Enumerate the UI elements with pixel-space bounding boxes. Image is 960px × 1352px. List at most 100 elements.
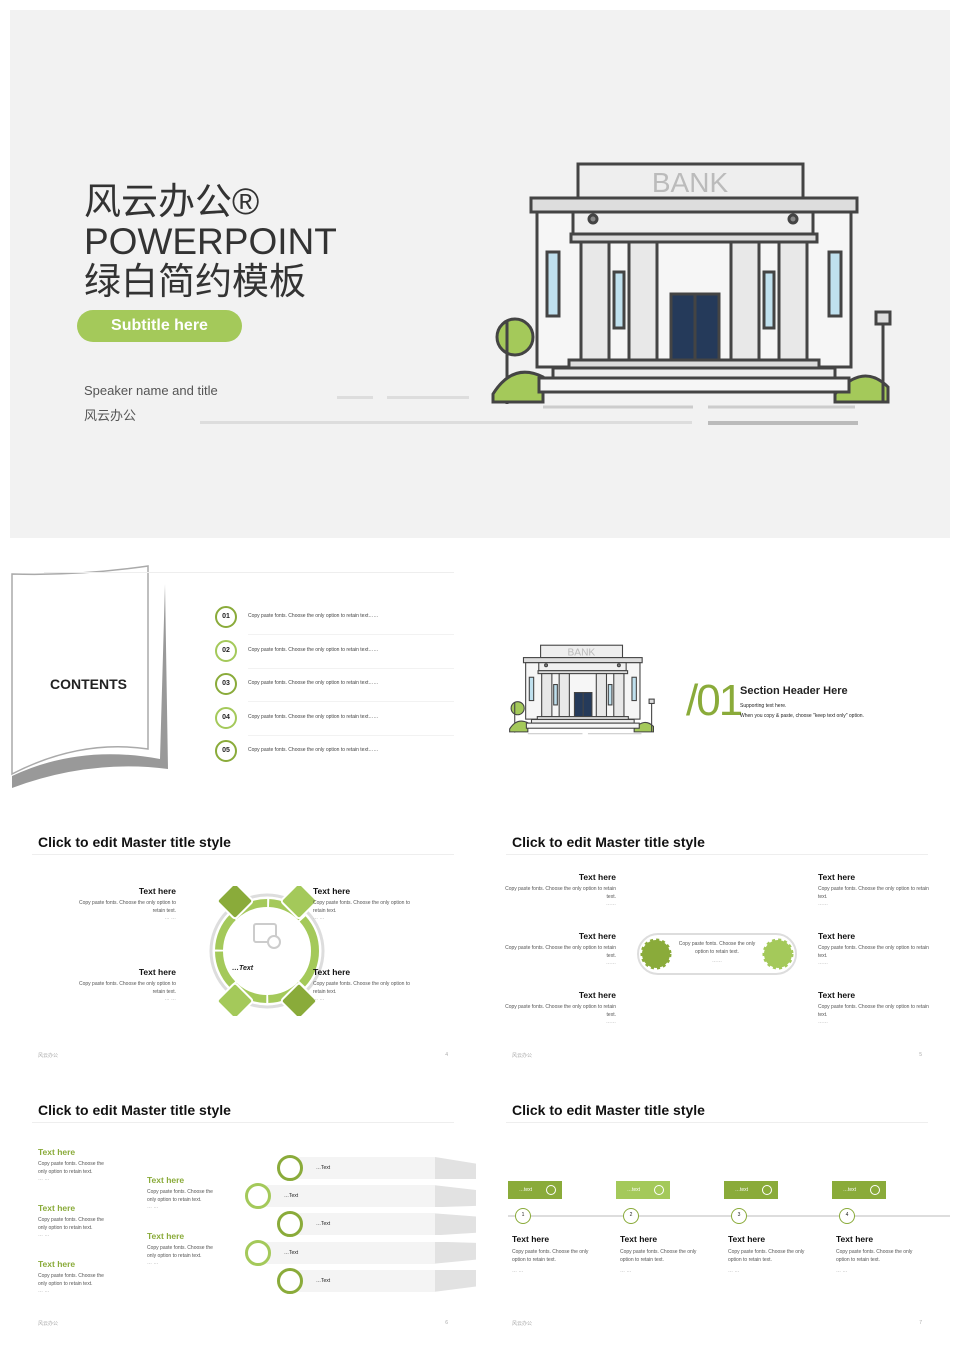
step-number: 3 xyxy=(731,1208,747,1224)
block-text: Copy paste fonts. Choose the only option… xyxy=(313,981,411,995)
block-text: Copy paste fonts. Choose the only option… xyxy=(505,945,616,959)
block-text: Copy paste fonts. Choose the only option… xyxy=(818,945,929,959)
block-dots: …… xyxy=(818,1019,828,1025)
block-heading: Text here xyxy=(138,886,176,896)
slide-title: Click to edit Master title style xyxy=(38,834,231,850)
step-number: 2 xyxy=(623,1208,639,1224)
bar-label: …Text xyxy=(284,1249,299,1256)
page-number: 4 xyxy=(445,1052,448,1058)
footer-company: 风云办公 xyxy=(512,1053,533,1059)
divider xyxy=(44,572,454,573)
block-dots: …… xyxy=(606,1019,616,1025)
step-dots: … … xyxy=(512,1268,524,1274)
slide-contents[interactable]: CONTENTS 01 Copy paste fonts. Choose the … xyxy=(10,548,476,812)
step-number: 4 xyxy=(839,1208,855,1224)
block-heading: Text here xyxy=(313,967,351,977)
bank-sign-text: BANK xyxy=(567,647,595,658)
footer-company: 风云办公 xyxy=(38,1321,59,1327)
bar-label: …Text xyxy=(316,1277,331,1284)
block-dots: … … xyxy=(38,1176,50,1182)
title-divider xyxy=(506,1122,928,1123)
divider xyxy=(248,734,454,736)
block-dots: … … xyxy=(313,996,325,1002)
block-text: Copy paste fonts. Choose the only option… xyxy=(818,1004,929,1018)
loop-center-text: Copy paste fonts. Choose the only option… xyxy=(678,941,756,955)
bank-illustration: BANK xyxy=(509,644,655,735)
slide-cover[interactable]: 风云办公® POWERPOINT 绿白简约模板 Subtitle here Sp… xyxy=(10,10,950,538)
slide-4[interactable]: Click to edit Master title style …Text 风… xyxy=(10,816,476,1080)
contents-title: CONTENTS xyxy=(50,676,127,692)
block-dots: … … xyxy=(164,915,176,921)
divider xyxy=(337,396,373,399)
block-text: Copy paste fonts. Choose the only option… xyxy=(147,1189,213,1203)
slide-section[interactable]: BANK /01 Section Header Here Supporting … xyxy=(484,548,950,812)
step-text: Copy paste fonts. Choose the only option… xyxy=(836,1249,913,1263)
block-heading: Text here xyxy=(578,990,616,1000)
bar-label: …Text xyxy=(284,1193,299,1200)
contents-item-text: Copy paste fonts. Choose the only option… xyxy=(248,613,379,619)
step-heading: Text here xyxy=(512,1234,550,1244)
subtitle-pill: Subtitle here xyxy=(77,310,242,342)
step-text: Copy paste fonts. Choose the only option… xyxy=(512,1249,589,1263)
wallet-icon xyxy=(245,1183,271,1210)
contents-number-circle: 01 xyxy=(215,606,237,628)
slide-6[interactable]: Click to edit Master title style 风云办公 6 … xyxy=(10,1084,476,1348)
footer-company: 风云办公 xyxy=(38,1053,59,1059)
title-divider xyxy=(32,1122,454,1123)
step-heading: Text here xyxy=(728,1234,766,1244)
divider xyxy=(248,634,454,635)
slide-7[interactable]: Click to edit Master title style 风云办公 7 … xyxy=(484,1084,950,1348)
bar xyxy=(290,1269,435,1292)
cycle-center-text: …Text xyxy=(232,965,254,972)
block-dots: …… xyxy=(606,901,616,907)
cart-icon xyxy=(277,1211,303,1238)
step-heading: Text here xyxy=(620,1234,658,1244)
bank-icon xyxy=(245,1239,271,1266)
step-number: 1 xyxy=(515,1208,531,1224)
block-heading: Text here xyxy=(578,872,616,882)
block-text: Copy paste fonts. Choose the only option… xyxy=(38,1161,104,1175)
block-heading: Text here xyxy=(818,872,856,882)
contents-number-circle: 05 xyxy=(215,740,237,763)
step-text: Copy paste fonts. Choose the only option… xyxy=(620,1249,697,1263)
block-heading: Text here xyxy=(313,886,351,896)
slide-title: Click to edit Master title style xyxy=(512,834,705,850)
cover-title-line1: 风云办公® xyxy=(84,181,260,222)
block-heading: Text here xyxy=(578,931,616,941)
contents-number-circle: 02 xyxy=(215,639,237,662)
mailbox-icon xyxy=(277,1155,303,1181)
section-number: /01 xyxy=(686,676,743,725)
block-dots: … … xyxy=(313,915,325,921)
block-dots: … … xyxy=(164,996,176,1002)
book-icons xyxy=(216,886,318,1016)
slide-5[interactable]: Click to edit Master title style Copy pa… xyxy=(484,816,950,1080)
bar-side xyxy=(435,1157,476,1179)
block-heading: Text here xyxy=(147,1231,185,1241)
block-text: Copy paste fonts. Choose the only option… xyxy=(147,1245,213,1259)
footer-company: 风云办公 xyxy=(512,1321,533,1327)
step-heading: Text here xyxy=(836,1234,874,1244)
block-text: Copy paste fonts. Choose the only option… xyxy=(505,886,616,900)
contents-number-circle: 04 xyxy=(215,706,237,729)
block-dots: …… xyxy=(818,901,828,907)
bank-illustration: BANK xyxy=(491,162,892,409)
contents-number-circle: 03 xyxy=(215,673,237,696)
block-text: Copy paste fonts. Choose the only option… xyxy=(818,886,929,900)
page-number: 6 xyxy=(445,1320,448,1326)
block-heading: Text here xyxy=(818,990,856,1000)
block-text: Copy paste fonts. Choose the only option… xyxy=(505,1004,616,1018)
page-number: 5 xyxy=(919,1052,922,1058)
speaker-name: Speaker name and title xyxy=(84,383,218,398)
divider xyxy=(708,421,858,425)
